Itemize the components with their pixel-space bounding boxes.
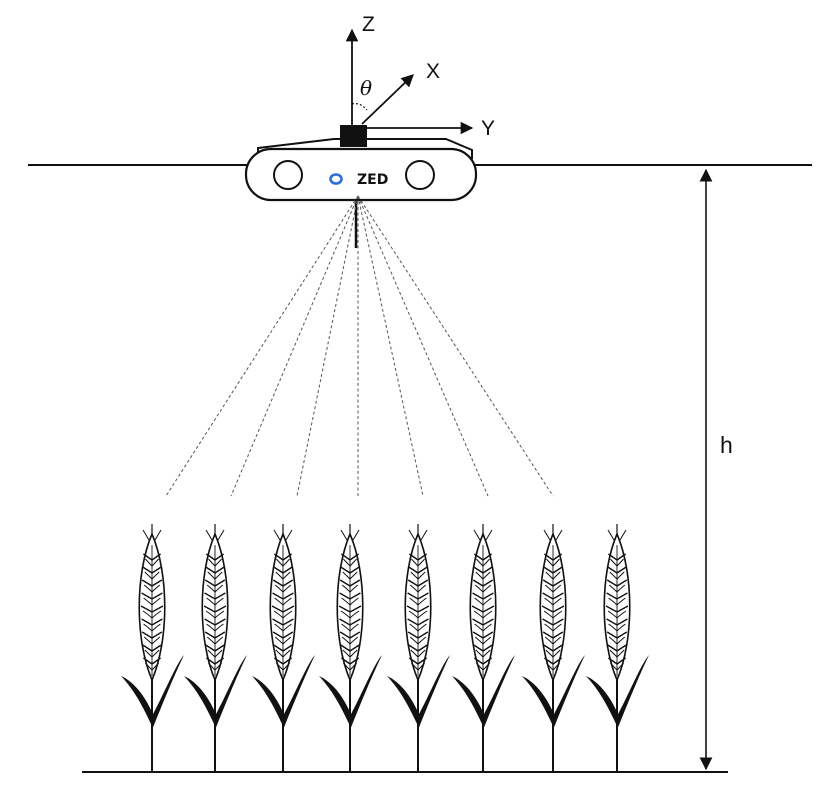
- wheat-plant-icon: [387, 524, 450, 771]
- z-axis-label: Z: [362, 13, 375, 36]
- camera-indicator-icon: [329, 173, 343, 185]
- theta-arc: [351, 103, 368, 111]
- field-of-view-rays: [165, 195, 554, 497]
- wheat-plant-icon: [522, 524, 585, 771]
- fov-ray: [165, 195, 359, 497]
- left-lens-icon: [273, 160, 303, 190]
- y-axis-label: Y: [481, 117, 495, 140]
- wheat-plant-icon: [184, 524, 247, 771]
- fov-ray: [357, 195, 489, 497]
- wheat-plants: [121, 524, 649, 771]
- wheat-plant-icon: [252, 524, 315, 771]
- camera-label: ZED: [357, 172, 388, 188]
- fov-ray: [296, 195, 359, 497]
- imu-block: [340, 125, 367, 147]
- wheat-plant-icon: [586, 524, 649, 771]
- fov-ray: [357, 195, 424, 497]
- right-lens-icon: [405, 160, 435, 190]
- wheat-plant-icon: [121, 524, 184, 771]
- height-label: h: [720, 432, 733, 458]
- fov-ray: [230, 195, 359, 497]
- wheat-plant-icon: [452, 524, 515, 771]
- coordinate-axes: Z X Y θ: [345, 13, 495, 140]
- wheat-plant-icon: [319, 524, 382, 771]
- theta-label: θ: [360, 76, 372, 100]
- x-axis-label: X: [426, 60, 440, 83]
- x-axis: [361, 74, 414, 125]
- zed-camera: ZED: [244, 125, 478, 248]
- fov-ray: [357, 195, 554, 497]
